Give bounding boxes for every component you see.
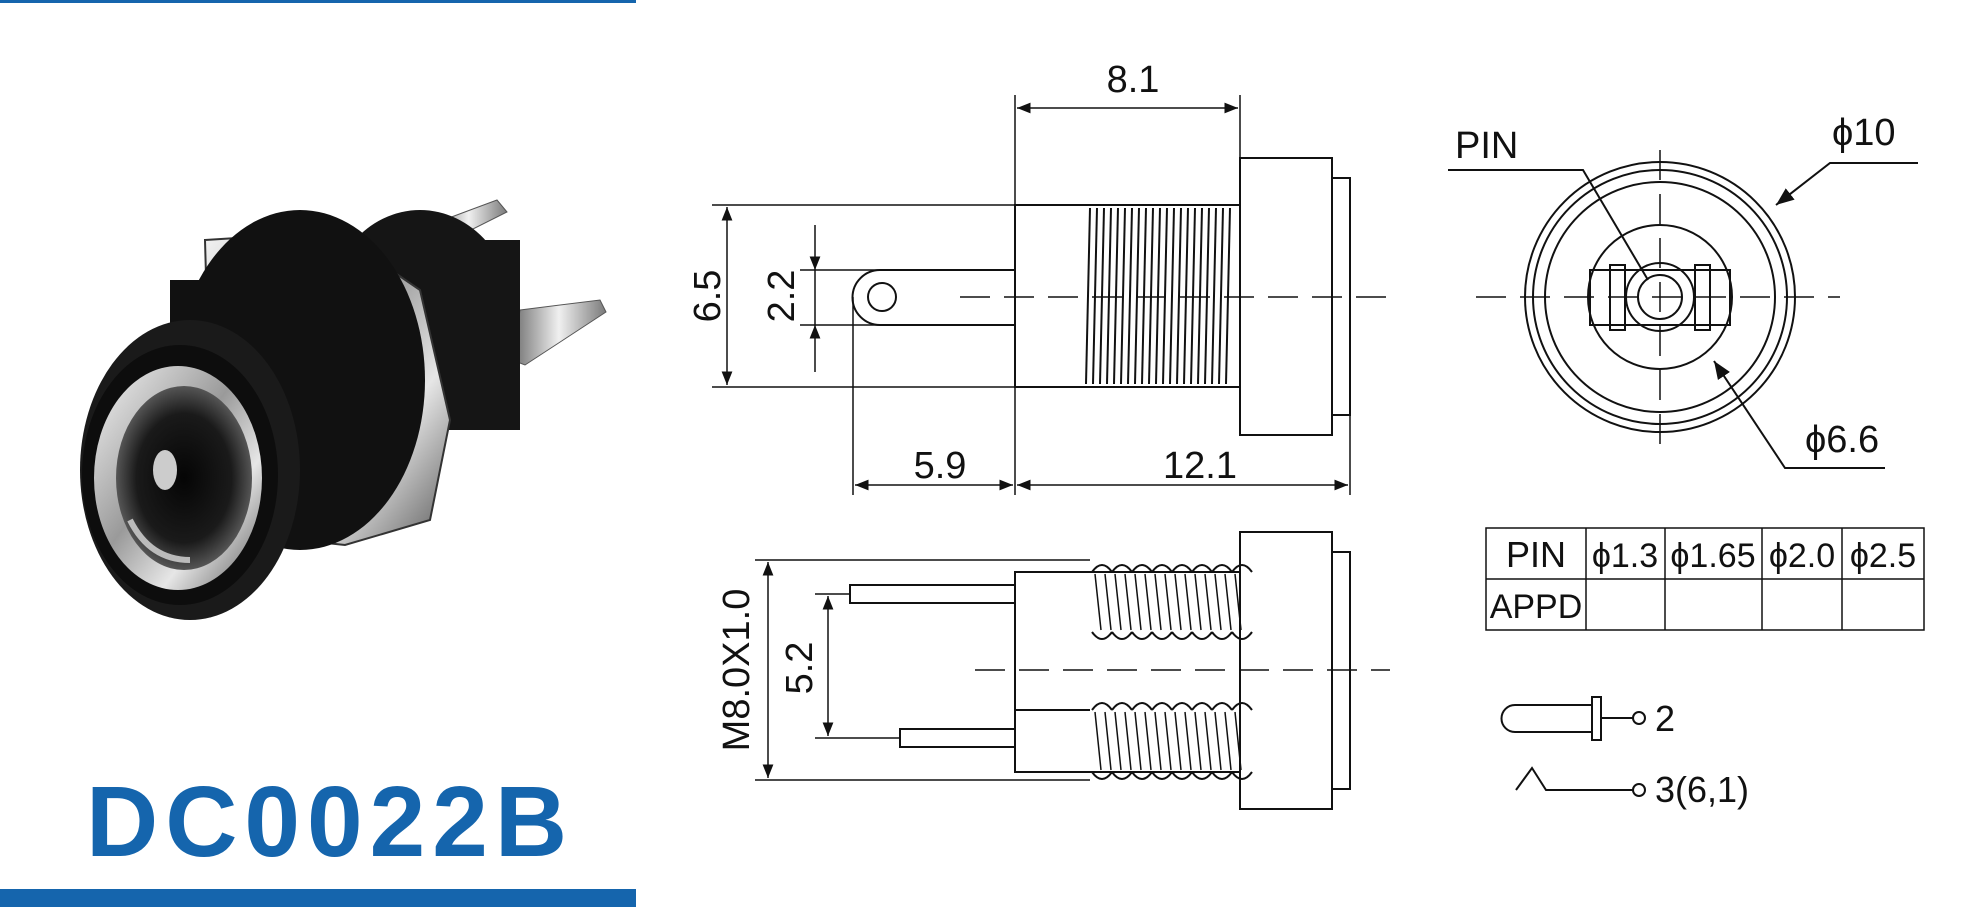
table-header-d165: ϕ1.65: [1670, 537, 1755, 575]
pin-table: [1485, 527, 1925, 631]
top-view: [849, 531, 1390, 810]
dim-height-inner: 2.2: [761, 270, 803, 323]
table-header-d20: ϕ2.0: [1769, 537, 1835, 575]
front-pin-label: PIN: [1455, 125, 1518, 167]
front-view: [1448, 150, 1918, 469]
model-title: DC0022B: [86, 766, 575, 878]
terminal-center-pin: 2: [1655, 698, 1675, 739]
dim-height-outer: 6.5: [687, 270, 729, 323]
bottom-rule: [0, 889, 636, 907]
terminal-symbols: [1500, 696, 1646, 797]
dim-body-length: 8.1: [1107, 59, 1160, 101]
dim-pin-length: 5.9: [914, 445, 967, 487]
side-view: [851, 157, 1390, 436]
table-header-d13: ϕ1.3: [1592, 537, 1658, 575]
table-header-d25: ϕ2.5: [1850, 537, 1916, 575]
table-row-label: APPD: [1490, 588, 1583, 626]
dim-overall-length: 12.1: [1163, 445, 1237, 487]
terminal-sleeve: 3(6,1): [1655, 769, 1749, 810]
dim-outer-diameter: ϕ10: [1832, 112, 1896, 154]
top-rule: [0, 0, 636, 3]
table-header-pin: PIN: [1506, 534, 1566, 575]
dim-pin-spacing: 5.2: [779, 642, 821, 695]
dc-jack-photo: [80, 199, 607, 620]
top-view-thread: [1091, 564, 1253, 780]
side-view-thread: [1085, 207, 1231, 385]
dim-inner-diameter: ϕ6.6: [1805, 419, 1879, 461]
dim-thread: M8.0X1.0: [716, 589, 758, 752]
